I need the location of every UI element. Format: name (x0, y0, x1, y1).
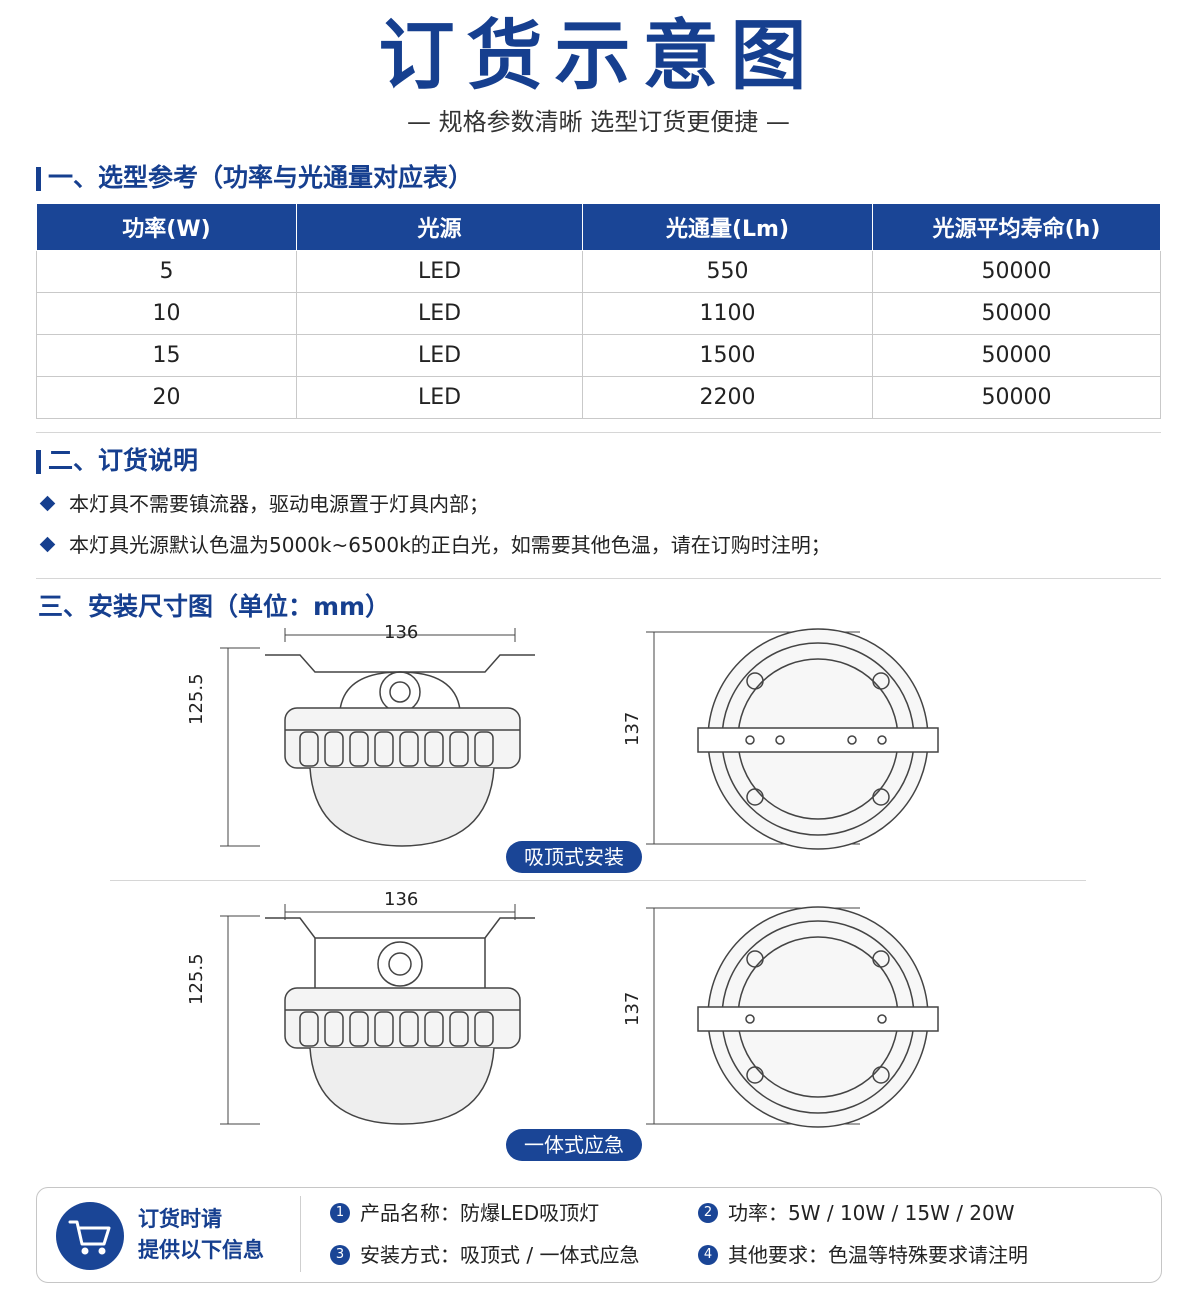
col-header-power: 功率(W) (36, 203, 297, 251)
table-row: 15 LED 1500 50000 (36, 334, 1161, 377)
page-title: 订货示意图 (378, 11, 819, 100)
order-info-item-3: 3 安装方式：吸顶式 / 一体式应急 (330, 1240, 639, 1270)
order-note-2: 本灯具光源默认色温为5000k~6500k的正白光，如需要其他色温，请在订购时注… (39, 530, 831, 560)
divider (36, 578, 1161, 579)
install-type-tag-emergency: 一体式应急 (506, 1129, 642, 1161)
col-header-flux: 光通量(Lm) (582, 203, 873, 251)
dim-height-1: 125.5 (186, 673, 207, 725)
dim-height-2: 125.5 (186, 953, 207, 1005)
divider (36, 432, 1161, 433)
order-info-item-4: 4 其他要求：色温等特殊要求请注明 (698, 1240, 1028, 1270)
order-info-text: 安装方式：吸顶式 / 一体式应急 (360, 1243, 640, 1267)
order-note-text: 本灯具光源默认色温为5000k~6500k的正白光，如需要其他色温，请在订购时注… (69, 533, 831, 557)
side-view-drawing-emergency (220, 904, 535, 1125)
section2-title: 二、订货说明 (48, 446, 199, 475)
order-prompt-line2: 提供以下信息 (138, 1238, 264, 1262)
section2-marker (36, 450, 41, 474)
table-row: 20 LED 2200 50000 (36, 376, 1161, 419)
order-info-text: 产品名称：防爆LED吸顶灯 (360, 1201, 600, 1225)
cell-source: LED (296, 334, 583, 377)
order-info-box (36, 1187, 1162, 1283)
side-view-drawing-ceiling (220, 628, 535, 847)
dim-width-2: 136 (384, 889, 419, 910)
order-note-text: 本灯具不需要镇流器，驱动电源置于灯具内部； (69, 492, 489, 516)
spec-table: 功率(W) 光源 光通量(Lm) 光源平均寿命(h) 5 LED 550 500… (36, 203, 1161, 419)
divider (110, 880, 1086, 881)
cell-flux: 1500 (582, 334, 873, 377)
shopping-cart-icon (56, 1202, 124, 1270)
order-info-text: 其他要求：色温等特殊要求请注明 (728, 1243, 1028, 1267)
col-header-lifetime: 光源平均寿命(h) (872, 203, 1161, 251)
cell-power: 15 (36, 334, 297, 377)
top-view-drawing-ceiling (646, 628, 939, 850)
number-badge-icon: 4 (698, 1244, 718, 1265)
table-header-row: 功率(W) 光源 光通量(Lm) 光源平均寿命(h) (36, 203, 1161, 251)
cell-flux: 550 (582, 250, 873, 293)
dim-diameter-1: 137 (622, 711, 643, 746)
table-row: 10 LED 1100 50000 (36, 292, 1161, 335)
cell-lifetime: 50000 (872, 292, 1161, 335)
order-info-text: 功率：5W / 10W / 15W / 20W (728, 1201, 1015, 1225)
cell-flux: 1100 (582, 292, 873, 335)
page-subtitle: — 规格参数清晰 选型订货更便捷 — (407, 108, 790, 136)
cell-source: LED (296, 376, 583, 419)
section3-title: 三、安装尺寸图（单位：mm） (38, 592, 391, 621)
install-type-tag-ceiling: 吸顶式安装 (506, 841, 642, 873)
dim-diameter-2: 137 (622, 991, 643, 1026)
order-info-item-1: 1 产品名称：防爆LED吸顶灯 (330, 1198, 599, 1228)
cell-source: LED (296, 292, 583, 335)
cell-power: 10 (36, 292, 297, 335)
order-prompt-line1: 订货时请 (138, 1207, 222, 1231)
col-header-source: 光源 (296, 203, 583, 251)
cell-power: 5 (36, 250, 297, 293)
table-row: 5 LED 550 50000 (36, 250, 1161, 293)
section1-marker (36, 167, 41, 191)
number-badge-icon: 3 (330, 1244, 350, 1265)
cell-lifetime: 50000 (872, 376, 1161, 419)
diamond-bullet-icon (39, 495, 56, 512)
cell-flux: 2200 (582, 376, 873, 419)
cell-lifetime: 50000 (872, 250, 1161, 293)
number-badge-icon: 1 (330, 1202, 350, 1223)
diamond-bullet-icon (39, 536, 56, 553)
section1-title: 一、选型参考（功率与光通量对应表） (48, 163, 474, 192)
cell-power: 20 (36, 376, 297, 419)
number-badge-icon: 2 (698, 1202, 718, 1223)
top-view-drawing-emergency (646, 906, 939, 1128)
order-info-item-2: 2 功率：5W / 10W / 15W / 20W (698, 1198, 1015, 1228)
cell-lifetime: 50000 (872, 334, 1161, 377)
dim-width-1: 136 (384, 622, 419, 643)
order-note-1: 本灯具不需要镇流器，驱动电源置于灯具内部； (39, 489, 489, 519)
footer-separator (300, 1196, 301, 1272)
cell-source: LED (296, 250, 583, 293)
